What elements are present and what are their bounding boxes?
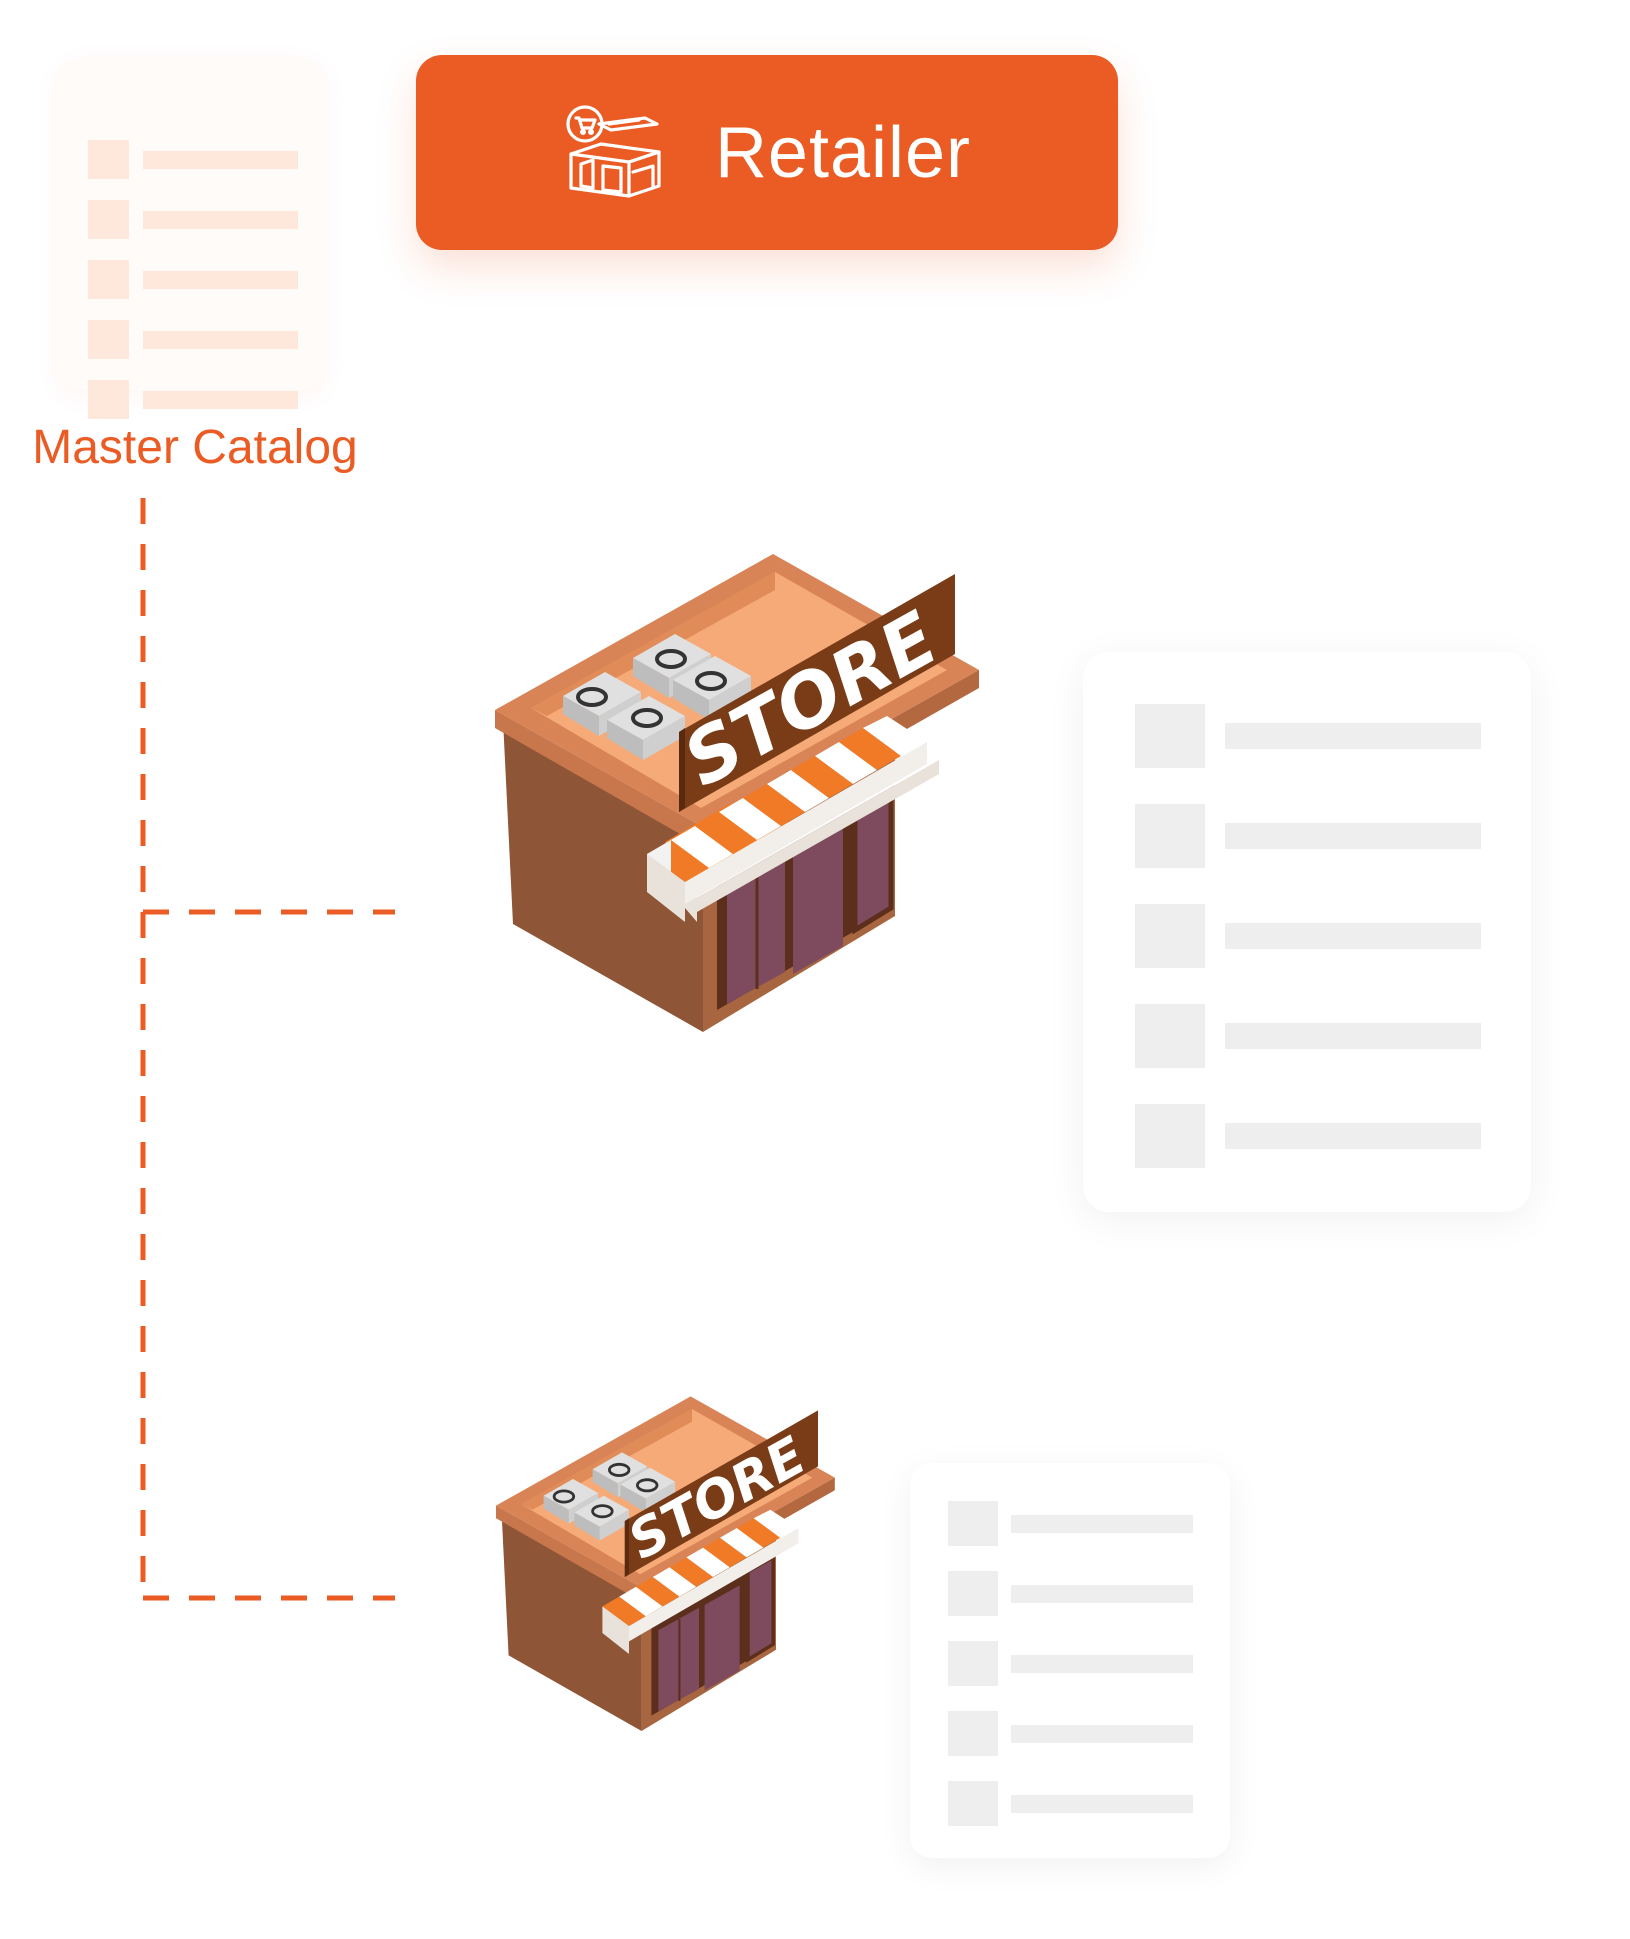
master-catalog-row <box>88 380 298 419</box>
row-thumbnail <box>948 1571 998 1616</box>
row-text-placeholder <box>1011 1654 1193 1673</box>
store-catalog-card <box>1083 652 1531 1212</box>
row-text-placeholder <box>1225 1123 1481 1149</box>
storefront-cart-icon <box>563 102 663 203</box>
store-catalog-row <box>1135 804 1481 868</box>
store-catalog-row <box>1135 1004 1481 1068</box>
store-catalog-row <box>948 1571 1193 1616</box>
row-text-placeholder <box>143 270 298 289</box>
store-catalog-card <box>910 1463 1230 1858</box>
row-text-placeholder <box>1225 923 1481 949</box>
row-thumbnail <box>948 1781 998 1826</box>
master-catalog-row <box>88 260 298 299</box>
row-text-placeholder <box>143 330 298 349</box>
master-catalog-row <box>88 140 298 179</box>
row-thumbnail <box>1135 704 1205 768</box>
row-text-placeholder <box>1011 1514 1193 1533</box>
store-illustration-large: STORE <box>495 554 979 1032</box>
store-catalog-row <box>948 1781 1193 1826</box>
row-thumbnail <box>88 380 129 419</box>
row-text-placeholder <box>1011 1794 1193 1813</box>
row-thumbnail <box>88 320 129 359</box>
row-text-placeholder <box>143 390 298 409</box>
row-thumbnail <box>1135 904 1205 968</box>
store-illustration-small: STORE <box>496 1396 835 1731</box>
retailer-label: Retailer <box>714 112 972 193</box>
store-catalog-row <box>1135 704 1481 768</box>
row-thumbnail <box>948 1501 998 1546</box>
master-catalog-card <box>58 58 324 419</box>
row-thumbnail <box>88 200 129 239</box>
row-thumbnail <box>1135 1104 1205 1168</box>
row-text-placeholder <box>1011 1584 1193 1603</box>
row-text-placeholder <box>1225 823 1481 849</box>
row-text-placeholder <box>1225 1023 1481 1049</box>
store-catalog-row <box>1135 1104 1481 1168</box>
row-text-placeholder <box>1011 1724 1193 1743</box>
row-thumbnail <box>88 140 129 179</box>
retailer-badge: Retailer <box>416 55 1118 250</box>
row-thumbnail <box>88 260 129 299</box>
row-thumbnail <box>1135 804 1205 868</box>
master-catalog-label: Master Catalog <box>32 421 358 474</box>
master-catalog-row <box>88 200 298 239</box>
row-thumbnail <box>948 1641 998 1686</box>
store-catalog-row <box>948 1711 1193 1756</box>
row-thumbnail <box>948 1711 998 1756</box>
master-catalog-row <box>88 320 298 359</box>
row-text-placeholder <box>143 150 298 169</box>
store-catalog-row <box>948 1641 1193 1686</box>
row-text-placeholder <box>143 210 298 229</box>
row-text-placeholder <box>1225 723 1481 749</box>
store-catalog-row <box>1135 904 1481 968</box>
row-thumbnail <box>1135 1004 1205 1068</box>
store-catalog-row <box>948 1501 1193 1546</box>
